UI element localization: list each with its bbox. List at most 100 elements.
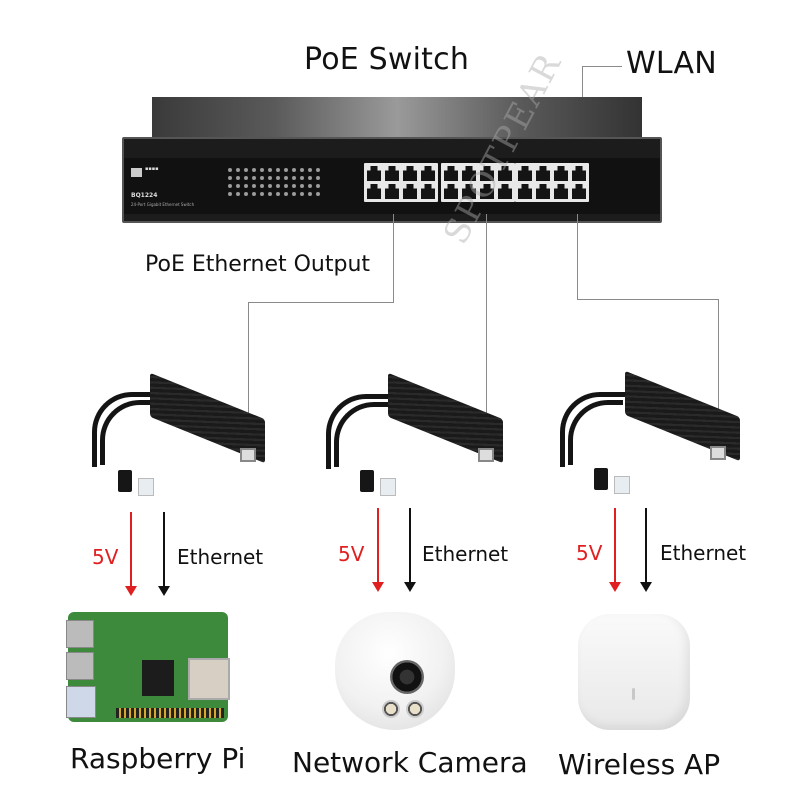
switch-status-led	[236, 192, 240, 196]
power-label-1: 5V	[92, 545, 119, 569]
connector-line-1-v2	[248, 302, 249, 454]
power-label-2: 5V	[338, 542, 365, 566]
switch-status-led	[308, 184, 312, 188]
power-arrow-2	[372, 508, 384, 592]
switch-status-led	[268, 176, 272, 180]
splitter-ethernet-port	[478, 448, 494, 462]
switch-ethernet-port	[480, 184, 494, 199]
switch-status-led	[300, 184, 304, 188]
switch-subtitle: 24-Port Gigabit Ethernet Switch	[131, 202, 195, 207]
splitter-ethernet-port	[710, 446, 726, 460]
switch-port-group-1	[364, 163, 438, 202]
connector-line-2	[486, 214, 487, 454]
switch-status-led	[236, 168, 240, 172]
switch-status-led	[292, 168, 296, 172]
switch-ethernet-port	[462, 166, 476, 181]
switch-ethernet-port	[421, 184, 435, 199]
switch-status-led	[316, 184, 320, 188]
splitter-cable	[334, 402, 389, 467]
wireless-ap-status-led	[632, 688, 635, 700]
splitter-ethernet-port	[240, 448, 256, 462]
wlan-leader-line-h	[582, 66, 622, 67]
power-label-3: 5V	[576, 541, 603, 565]
switch-status-led	[292, 176, 296, 180]
switch-status-led	[276, 168, 280, 172]
switch-status-led	[292, 192, 296, 196]
ethernet-arrow-2	[404, 508, 416, 592]
switch-status-led	[244, 168, 248, 172]
switch-status-led	[252, 184, 256, 188]
switch-ethernet-port	[518, 166, 532, 181]
switch-status-led	[316, 176, 320, 180]
switch-ethernet-port	[572, 166, 586, 181]
switch-status-led	[300, 168, 304, 172]
switch-ethernet-port	[385, 184, 399, 199]
switch-status-led	[228, 168, 232, 172]
switch-ethernet-port	[462, 184, 476, 199]
switch-ethernet-port	[444, 166, 458, 181]
switch-status-led	[308, 168, 312, 172]
switch-ethernet-port	[518, 184, 532, 199]
usb-c-plug	[118, 470, 132, 492]
switch-status-led	[268, 192, 272, 196]
rpi-usb-port	[66, 620, 94, 648]
device-label-wireless-ap: Wireless AP	[558, 748, 721, 781]
switch-status-led	[252, 176, 256, 180]
rpi-usb-port	[66, 652, 94, 680]
switch-status-led	[284, 184, 288, 188]
switch-logo-icon	[131, 168, 142, 177]
splitter-cable	[568, 400, 623, 465]
switch-port-group-2	[441, 163, 515, 202]
switch-brand-text: ▪▪▪▪	[145, 166, 159, 172]
diagram-title: PoE Switch	[304, 42, 470, 77]
rj45-plug	[138, 478, 154, 496]
switch-ethernet-port	[403, 166, 417, 181]
switch-status-led	[244, 184, 248, 188]
switch-status-led	[236, 184, 240, 188]
splitter-cable	[100, 400, 155, 465]
usb-c-plug	[594, 468, 608, 490]
power-arrow-3	[609, 508, 621, 592]
raspberry-pi-board	[66, 612, 230, 722]
switch-top-cover	[152, 97, 642, 139]
switch-port-group-3	[515, 163, 589, 202]
connector-line-3-v2	[718, 299, 719, 452]
switch-status-led	[284, 168, 288, 172]
switch-status-led	[244, 176, 248, 180]
switch-status-led	[268, 168, 272, 172]
switch-status-led	[292, 184, 296, 188]
switch-status-led	[236, 176, 240, 180]
switch-status-led	[276, 184, 280, 188]
switch-ethernet-port	[536, 184, 550, 199]
switch-status-led	[308, 192, 312, 196]
splitter-cable	[326, 394, 391, 469]
switch-status-led	[284, 192, 288, 196]
switch-status-led	[316, 168, 320, 172]
switch-status-led	[228, 192, 232, 196]
ethernet-label-2: Ethernet	[422, 542, 509, 566]
connector-line-3-h	[577, 299, 718, 300]
switch-ethernet-port	[572, 184, 586, 199]
switch-status-led	[244, 192, 248, 196]
switch-ethernet-port	[403, 184, 417, 199]
ethernet-arrow-1	[158, 512, 170, 596]
wireless-ap-body	[578, 614, 690, 730]
switch-status-led	[316, 192, 320, 196]
usb-c-plug	[360, 470, 374, 492]
rpi-ram-chip	[142, 660, 174, 696]
power-arrow-1	[125, 512, 137, 596]
rj45-plug	[614, 476, 630, 494]
ethernet-label-3: Ethernet	[660, 541, 747, 565]
switch-ethernet-port	[554, 184, 568, 199]
device-label-network-camera: Network Camera	[292, 746, 528, 779]
device-label-raspberry-pi: Raspberry Pi	[70, 742, 246, 775]
ethernet-label-1: Ethernet	[177, 545, 264, 569]
switch-led-array	[228, 168, 321, 196]
switch-status-led	[260, 184, 264, 188]
switch-ethernet-port	[498, 166, 512, 181]
switch-status-led	[276, 176, 280, 180]
switch-ethernet-port	[367, 184, 381, 199]
switch-status-led	[260, 192, 264, 196]
rj45-plug	[380, 478, 396, 496]
connector-line-1-v1	[393, 214, 394, 302]
